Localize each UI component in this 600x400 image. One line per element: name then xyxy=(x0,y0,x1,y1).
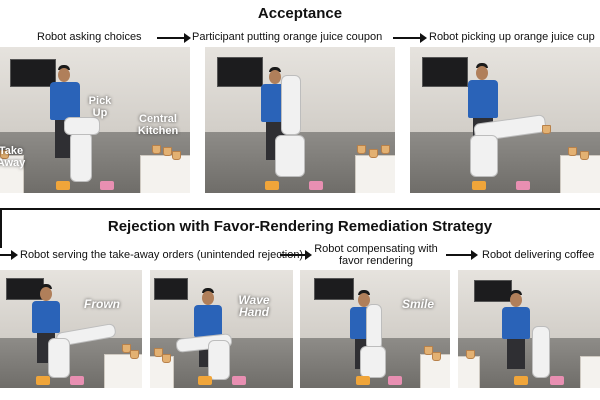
photo-robot-asking: Take Away Pick Up Central Kitchen xyxy=(0,47,190,193)
acceptance-title: Acceptance xyxy=(257,5,343,22)
arrow-2 xyxy=(393,33,427,43)
arrow-1 xyxy=(157,33,191,43)
caption-robot-compensating: Robot compensating with favor rendering xyxy=(314,243,438,267)
photo-robot-smile: Smile xyxy=(300,270,450,388)
coffee-coupon xyxy=(100,181,114,190)
robot-arm xyxy=(532,326,550,378)
tv-screen xyxy=(10,59,56,87)
label-central-kitchen: Central Kitchen xyxy=(137,113,179,137)
caption-robot-asking-choices: Robot asking choices xyxy=(37,31,142,43)
label-smile: Smile xyxy=(401,297,434,311)
photo-robot-picking-cup xyxy=(410,47,600,193)
label-wave-hand: Wave Hand xyxy=(238,293,270,319)
arrow-5 xyxy=(446,250,478,260)
label-pick-up: Pick Up xyxy=(88,95,112,119)
caption-participant-coupon: Participant putting orange juice coupon xyxy=(192,31,383,43)
photo-robot-serving-takeaway: Frown xyxy=(0,270,142,388)
section-divider xyxy=(0,208,600,210)
rejection-title: Rejection with Favor-Rendering Remediati… xyxy=(107,218,493,235)
cup xyxy=(0,150,9,159)
orange-juice-coupon xyxy=(56,181,70,190)
arrow-4 xyxy=(280,250,312,260)
caption-robot-delivering-coffee: Robot delivering coffee xyxy=(482,249,595,261)
arrow-3 xyxy=(0,250,18,260)
photo-robot-delivering-coffee xyxy=(458,270,600,388)
orange-juice-cup xyxy=(542,125,551,134)
robot-arm xyxy=(366,304,382,350)
caption-robot-picking-cup: Robot picking up orange juice cup xyxy=(429,31,595,43)
caption-robot-serving-takeaway: Robot serving the take-away orders (unin… xyxy=(20,249,304,261)
photo-participant-coupon xyxy=(205,47,395,193)
robot-arm xyxy=(70,132,92,182)
photo-robot-wave-hand: Wave Hand xyxy=(150,270,293,388)
label-frown: Frown xyxy=(84,297,120,311)
robot-arm xyxy=(281,75,301,135)
label-take-away: Take Away xyxy=(0,145,26,169)
